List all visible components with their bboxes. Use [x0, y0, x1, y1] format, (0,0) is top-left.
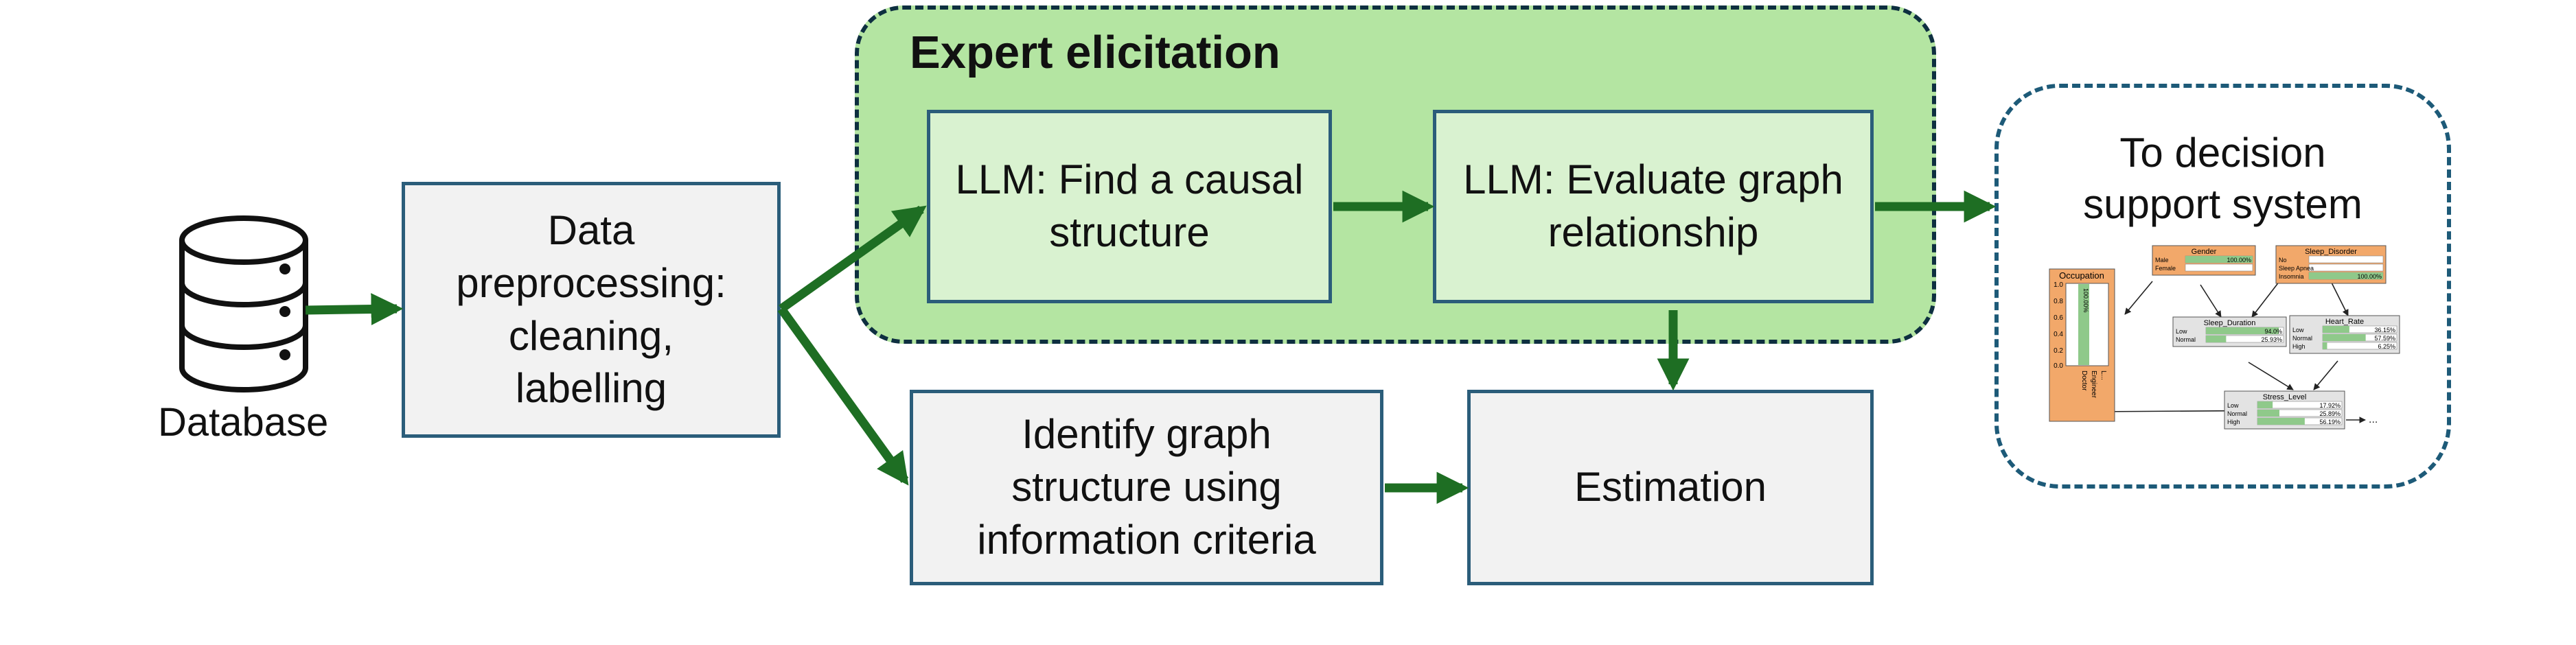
bn-state-value: 25.89%	[2319, 410, 2341, 417]
bn-state-bar	[2323, 342, 2327, 349]
identify-graph-structure-box: Identify graph structure using informati…	[910, 390, 1383, 585]
bn-state-bar	[2323, 334, 2366, 341]
estimation-box: Estimation	[1467, 390, 1874, 585]
expert-elicitation-title: Expert elicitation	[910, 27, 1280, 78]
bn-state-bar	[2206, 327, 2279, 334]
bn-state-bar	[2257, 410, 2279, 417]
bn-node-title: Sleep_Disorder	[2305, 248, 2357, 256]
occupation-bar	[2078, 284, 2089, 365]
bn-state-value: 25.93%	[2261, 336, 2282, 343]
bn-state-label: High	[2227, 419, 2240, 425]
arrow-preprocessing-to-identify	[777, 306, 909, 486]
occupation-category: Engineer	[2090, 371, 2097, 399]
bn-node-title: Gender	[2192, 248, 2217, 256]
occupation-category: Doctor	[2080, 371, 2088, 391]
evaluate-graph-box: LLM: Evaluate graph relationship	[1433, 110, 1874, 303]
bn-state-bar	[2257, 401, 2273, 408]
occupation-tick: 0.4	[2054, 331, 2063, 338]
occupation-tick: 0.8	[2054, 298, 2063, 305]
bn-state-bar	[2206, 336, 2227, 342]
bn-state-label: Sleep Apnea	[2279, 265, 2314, 272]
bn-state-label: Female	[2155, 265, 2176, 272]
occupation-title: Occupation	[2059, 270, 2104, 281]
bn-node-title: Heart_Rate	[2325, 318, 2364, 326]
bn-state-label: Normal	[2176, 336, 2196, 343]
bn-node-title: Stress_Level	[2263, 393, 2307, 401]
bn-state-bar	[2323, 326, 2349, 333]
arrow-database-to-preprocessing	[305, 293, 404, 325]
preprocessing-box: Data preprocessing: cleaning, labelling	[402, 182, 781, 438]
bn-state-value: 100.00%	[2357, 273, 2382, 280]
bn-state-value: 57.59%	[2374, 335, 2395, 342]
bn-ellipsis: ...	[2369, 414, 2378, 425]
bn-state-label: Low	[2227, 402, 2239, 409]
bn-state-label: Normal	[2292, 335, 2312, 342]
bn-state-bar	[2185, 256, 2253, 263]
bn-state-value: 36.15%	[2374, 327, 2395, 333]
find-causal-structure-box: LLM: Find a causal structure	[927, 110, 1332, 303]
occupation-tick: 0.0	[2054, 362, 2063, 370]
database-label: Database	[158, 400, 329, 445]
occupation-category: L...	[2100, 371, 2107, 380]
bn-state-value: 94.0%	[2264, 328, 2282, 335]
bn-state-label: No	[2279, 257, 2287, 263]
arrow-preprocessing-to-llm	[779, 205, 927, 313]
bn-state-value: 17.92%	[2319, 402, 2341, 409]
bayesian-network-preview: ... Occupation 100.00% 1.0 0.8 0.6 0.4 0…	[2049, 245, 2400, 430]
bn-state-value: 56.19%	[2319, 419, 2341, 425]
bn-state-label: Normal	[2227, 410, 2247, 417]
bn-state-label: Low	[2176, 328, 2187, 335]
database-icon	[179, 215, 308, 392]
bn-state-label: High	[2292, 343, 2305, 350]
bn-node-occupation: Occupation 100.00% 1.0 0.8 0.6 0.4 0.2 0…	[2049, 268, 2115, 422]
bn-state-value: 6.25%	[2378, 343, 2395, 350]
bn-node-title: Sleep_Duration	[2204, 319, 2256, 327]
bn-state-bar	[2257, 418, 2305, 425]
bn-state-value: 100.00%	[2227, 257, 2251, 263]
occupation-tick: 0.2	[2054, 347, 2063, 355]
bn-state-label: Low	[2292, 327, 2304, 333]
bn-state-bar	[2309, 272, 2383, 279]
decision-support-label: To decision support system	[2083, 130, 2362, 227]
occupation-tick: 1.0	[2054, 281, 2063, 289]
occupation-tick: 0.6	[2054, 314, 2063, 322]
bn-state-label: Male	[2155, 257, 2169, 263]
bn-state-label: Insomnia	[2279, 273, 2304, 280]
occupation-bar-label: 100.00%	[2082, 288, 2089, 313]
